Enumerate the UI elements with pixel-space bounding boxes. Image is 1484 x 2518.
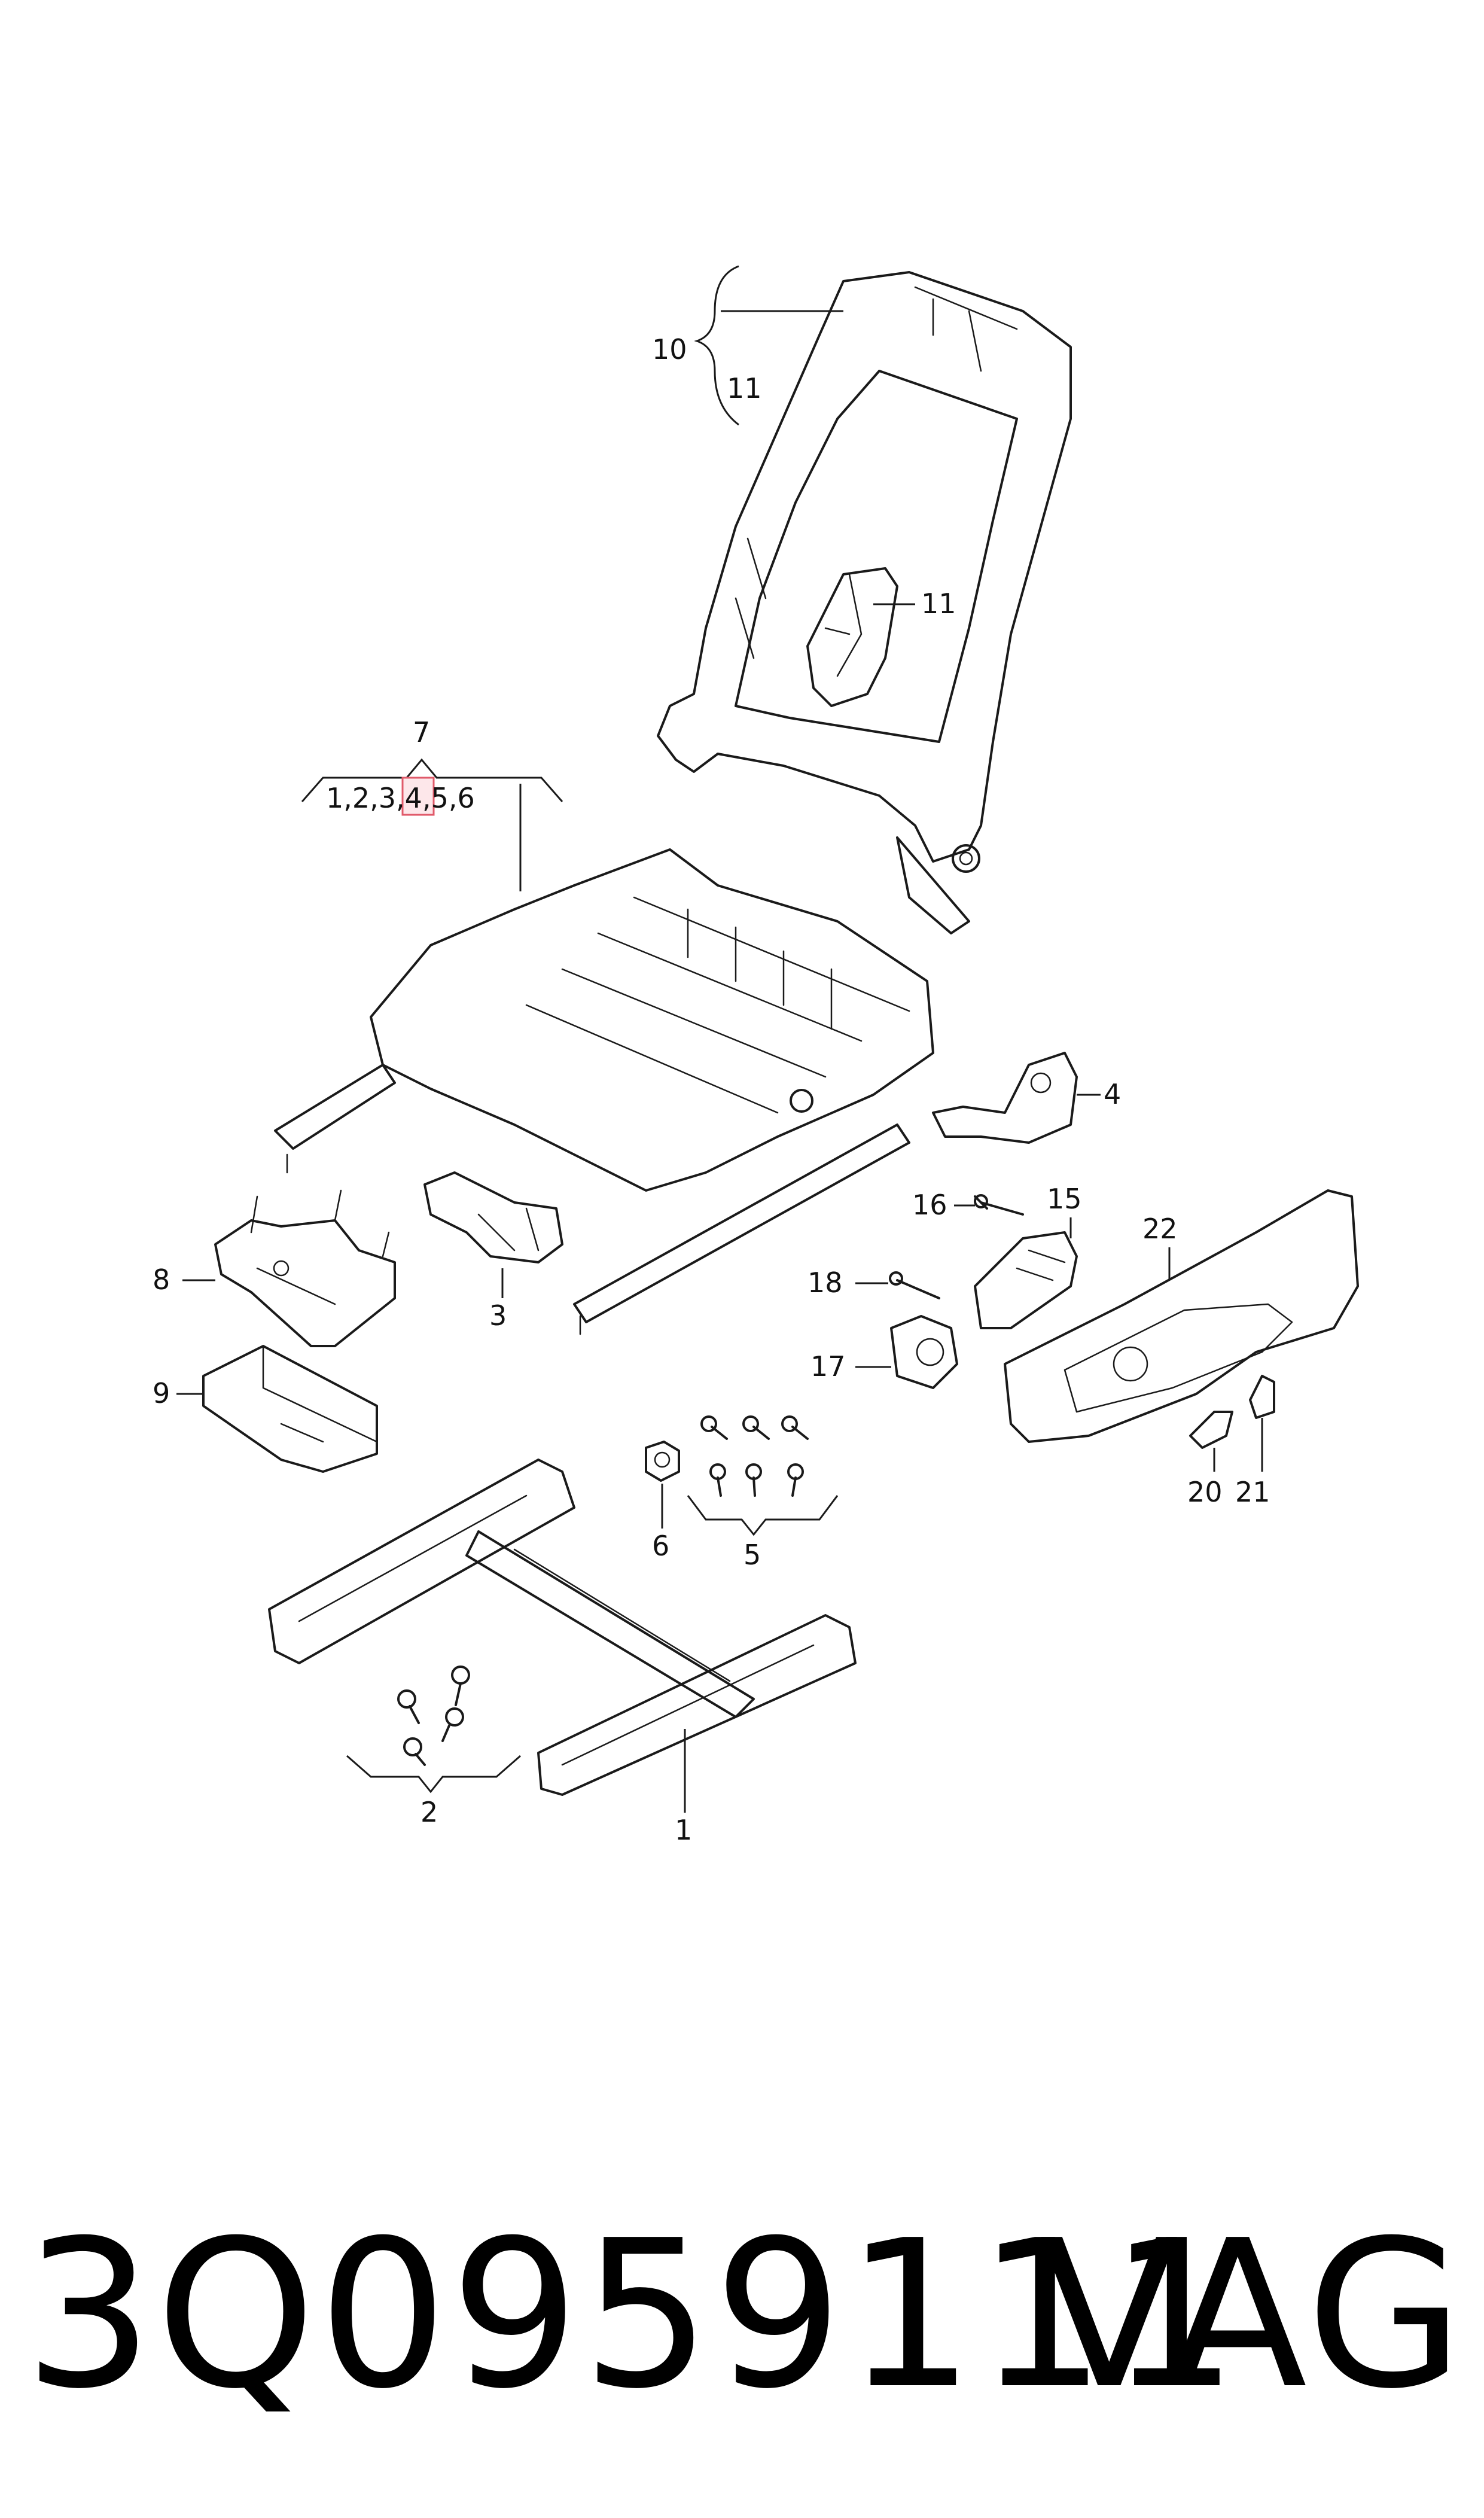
switch-unit-15 bbox=[974, 1231, 1078, 1329]
seat-pan-frame bbox=[274, 848, 934, 1335]
callout-10: 10 bbox=[652, 333, 687, 366]
callout-4: 4 bbox=[1104, 1078, 1121, 1110]
callout-3: 3 bbox=[489, 1299, 507, 1332]
side-trim-22 bbox=[1004, 1189, 1359, 1443]
bracket-8 bbox=[214, 1189, 396, 1347]
callout-21: 21 bbox=[1235, 1476, 1270, 1508]
height-motor-3 bbox=[423, 1171, 563, 1263]
knob-21 bbox=[1249, 1375, 1275, 1419]
seat-back-frame bbox=[657, 271, 1072, 934]
motor-4 bbox=[932, 1052, 1078, 1144]
group7-highlight: 4 bbox=[405, 782, 422, 814]
callout-18: 18 bbox=[807, 1266, 843, 1299]
callout-20: 20 bbox=[1187, 1476, 1223, 1508]
callout-9: 9 bbox=[153, 1377, 170, 1409]
nut-6 bbox=[645, 1441, 680, 1482]
callout-labels: 10 11 11 7 1,2,3,4,5,6 4 16 15 22 8 3 18… bbox=[153, 333, 1270, 1846]
control-unit-9 bbox=[202, 1345, 378, 1473]
callout-11-motor: 11 bbox=[921, 587, 956, 620]
callout-17: 17 bbox=[810, 1350, 846, 1383]
group7-label: 1,2,3,4,5,6 bbox=[326, 782, 475, 814]
callout-15: 15 bbox=[1047, 1183, 1082, 1215]
group7-sep: , bbox=[396, 782, 405, 814]
group7-post: ,5,6 bbox=[422, 782, 475, 814]
brand-label: VAG bbox=[1040, 2197, 1466, 2434]
callout-1: 1 bbox=[675, 1814, 692, 1846]
screws-5 bbox=[700, 1415, 809, 1497]
switch-17 bbox=[890, 1315, 958, 1389]
callout-7: 7 bbox=[413, 716, 430, 748]
callout-16: 16 bbox=[912, 1189, 947, 1221]
leader-lines bbox=[176, 265, 1263, 1813]
callout-6: 6 bbox=[652, 1530, 669, 1562]
seat-rails-1 bbox=[268, 1459, 857, 1796]
callout-5: 5 bbox=[743, 1539, 761, 1571]
screw-18 bbox=[889, 1271, 940, 1299]
highlight-box bbox=[401, 777, 435, 816]
callout-2: 2 bbox=[420, 1796, 438, 1828]
screws-2 bbox=[397, 1666, 470, 1766]
callout-22: 22 bbox=[1142, 1213, 1178, 1245]
part-number: 3Q0959111 bbox=[24, 2197, 1241, 2434]
screw-16 bbox=[974, 1194, 1024, 1216]
group7-pre: 1,2,3 bbox=[326, 782, 396, 814]
backrest-motor bbox=[806, 567, 898, 707]
knob-20 bbox=[1189, 1411, 1233, 1449]
callout-8: 8 bbox=[153, 1263, 170, 1296]
callout-11-top: 11 bbox=[727, 372, 762, 404]
